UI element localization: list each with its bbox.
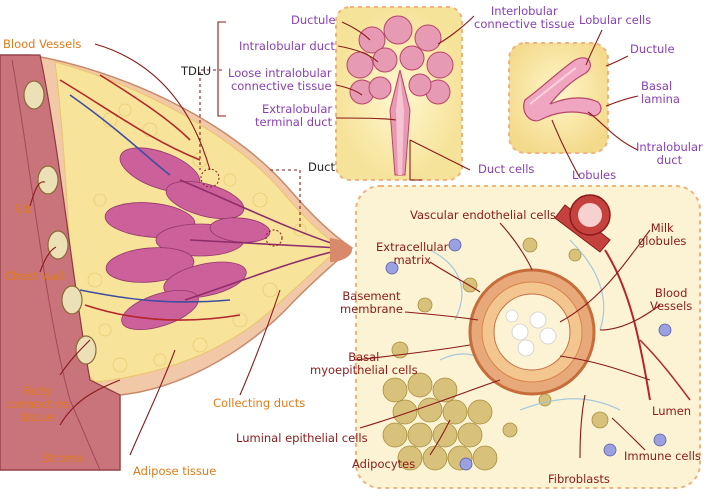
label-adipose-tissue: Adipose tissue bbox=[133, 464, 217, 478]
label-basal-myoepithelial-cells: Basal myoepithelial cells bbox=[310, 350, 418, 377]
label-chest-wall: Chest wall bbox=[5, 269, 65, 283]
label-basal-lamina: Basal lamina bbox=[641, 79, 680, 106]
label-duct: Duct bbox=[308, 160, 335, 174]
label-blood-vessels-left: Blood Vessels bbox=[3, 37, 82, 51]
label-intralobular-duct-right: Intralobular duct bbox=[636, 140, 703, 167]
label-loose-intralobular-connective-tissue: Loose intralobular connective tissue bbox=[228, 66, 332, 93]
tissue-microenvironment bbox=[355, 185, 701, 489]
label-milk-globules: Milk globules bbox=[638, 221, 687, 248]
label-ductule-top: Ductule bbox=[291, 13, 336, 27]
label-collecting-ducts: Collecting ducts bbox=[213, 396, 306, 410]
label-vascular-endothelial-cells: Vascular endothelial cells bbox=[410, 208, 556, 222]
leader-lines bbox=[29, 15, 661, 459]
label-interlobular-connective-tissue: Interlobular connective tissue bbox=[474, 4, 575, 31]
label-lobules: Lobules bbox=[572, 168, 617, 182]
label-lumen: Lumen bbox=[652, 404, 692, 418]
tdlu-detail bbox=[335, 6, 463, 181]
label-immune-cells: Immune cells bbox=[624, 449, 701, 463]
label-duct-cells: Duct cells bbox=[478, 162, 535, 176]
label-lobular-cells: Lobular cells bbox=[579, 13, 652, 27]
label-stroma: Stroma bbox=[42, 451, 84, 465]
label-basement-membrane: Basement membrane bbox=[340, 289, 403, 316]
label-intralobular-duct-top: Intralobular duct bbox=[239, 39, 335, 53]
label-rib: Rib bbox=[14, 202, 33, 216]
label-luminal-epithelial-cells: Luminal epithelial cells bbox=[236, 431, 368, 445]
label-blood-vessels-right: Blood Vessels bbox=[650, 286, 693, 313]
label-tdlu: TDLU bbox=[181, 64, 212, 78]
label-ductule-right: Ductule bbox=[630, 42, 675, 56]
label-extracellular-matrix: Extracellular matrix bbox=[376, 240, 449, 267]
label-fatty-connective-tissue: Fatty connective tissue bbox=[6, 384, 69, 424]
lobule-detail bbox=[508, 42, 609, 154]
label-extralobular-terminal-duct: Extralobular terminal duct bbox=[255, 102, 333, 129]
label-fibroblasts: Fibroblasts bbox=[548, 472, 610, 486]
breast-cross-section bbox=[0, 54, 354, 471]
label-adipocytes: Adipocytes bbox=[352, 457, 416, 471]
